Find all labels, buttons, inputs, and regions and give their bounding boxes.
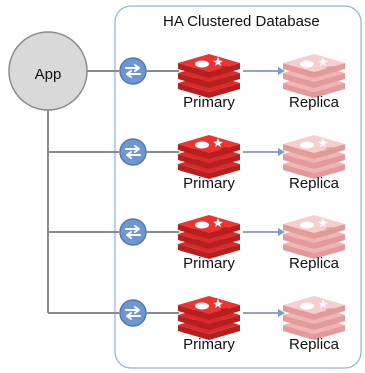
redis-logo-icon [178,54,240,98]
redis-logo-icon [283,54,345,98]
replication-arrow [243,67,285,75]
replication-arrow [243,228,285,236]
redis-logo-icon [178,296,240,340]
cluster-container [114,5,362,369]
replica-label: Replica [288,336,340,353]
shard-row [119,54,345,98]
shard-rows [119,54,345,340]
app-label: App [34,66,62,83]
redis-logo-icon [283,215,345,259]
primary-label: Primary [183,175,235,192]
primary-label: Primary [183,94,235,111]
proxy-arrows-icon [119,218,147,246]
replica-label: Replica [288,255,340,272]
redis-logo-icon [283,296,345,340]
primary-label: Primary [183,336,235,353]
proxy-arrows-icon [119,299,147,327]
replication-arrow [243,148,285,156]
proxy-arrows-icon [119,138,147,166]
primary-label: Primary [183,255,235,272]
replication-arrow [243,309,285,317]
proxy-arrows-icon [119,57,147,85]
replica-label: Replica [288,175,340,192]
redis-logo-icon [178,215,240,259]
redis-logo-icon [178,135,240,179]
app-connectors [47,70,119,314]
redis-logo-icon [283,135,345,179]
replica-label: Replica [288,94,340,111]
shard-row [119,135,345,179]
cluster-title: HA Clustered Database [163,13,320,30]
shard-row [119,296,345,340]
shard-row [119,215,345,259]
